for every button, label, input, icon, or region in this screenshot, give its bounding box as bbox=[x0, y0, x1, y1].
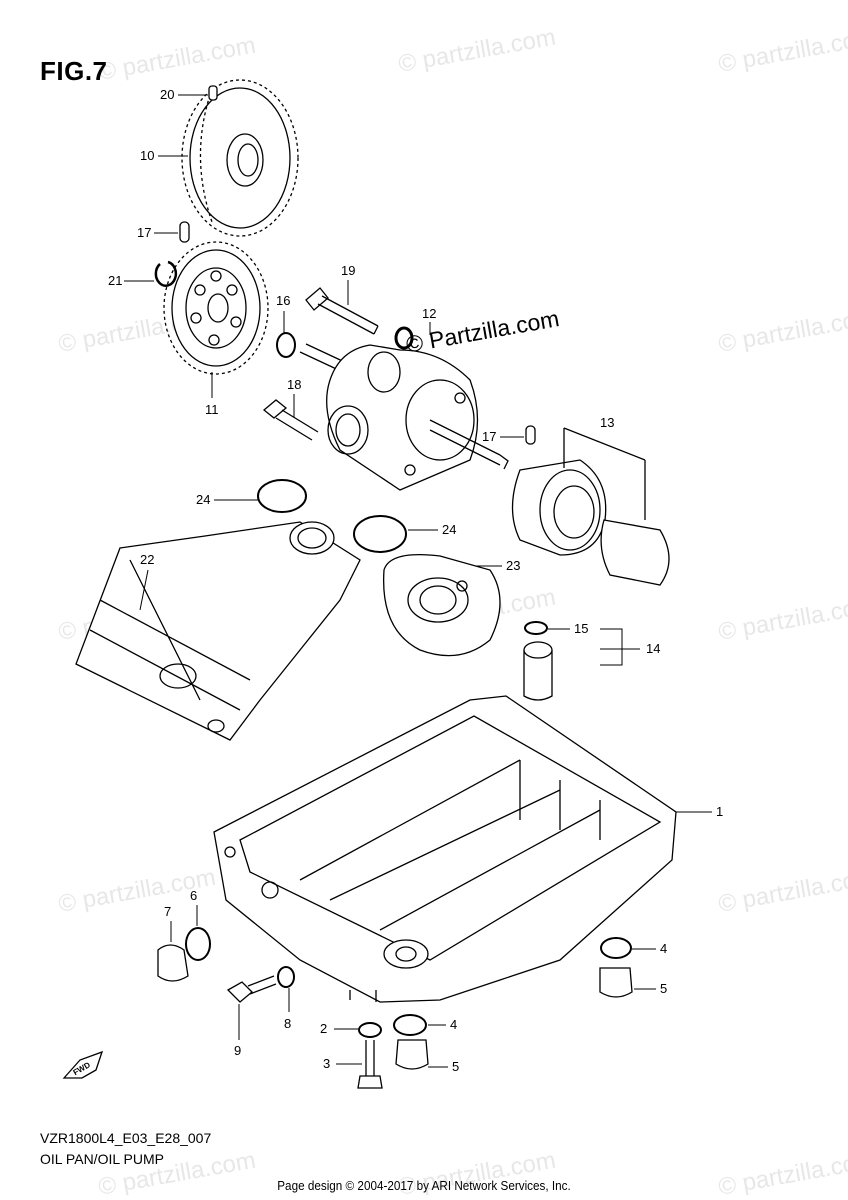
oring-24-right bbox=[353, 515, 407, 553]
plug-5-right bbox=[599, 967, 633, 998]
callout-1: 1 bbox=[716, 804, 723, 819]
gear-11 bbox=[163, 241, 269, 375]
rotor-set-13 bbox=[511, 427, 670, 586]
bolt-18 bbox=[262, 399, 319, 441]
pin-20 bbox=[208, 85, 218, 101]
baffle-plate-22 bbox=[75, 521, 361, 741]
callout-5: 5 bbox=[452, 1059, 459, 1074]
footer-copyright: Page design © 2004-2017 by ARI Network S… bbox=[277, 1178, 571, 1193]
callout-6: 6 bbox=[190, 888, 197, 903]
gasket-8 bbox=[277, 966, 295, 988]
pin-17-upper bbox=[179, 221, 190, 243]
callout-16: 16 bbox=[276, 293, 290, 308]
bolt-3 bbox=[357, 1040, 383, 1089]
bracket-14 bbox=[600, 628, 623, 666]
callout-18: 18 bbox=[287, 377, 301, 392]
watermark-text: © partzilla.com bbox=[716, 592, 848, 646]
pin-17-lower bbox=[525, 425, 536, 445]
callout-23: 23 bbox=[506, 558, 520, 573]
gear-10 bbox=[181, 79, 299, 237]
callout-8: 8 bbox=[284, 1016, 291, 1031]
callout-5: 5 bbox=[660, 981, 667, 996]
gasket-6 bbox=[185, 927, 211, 961]
oring-15 bbox=[524, 621, 548, 635]
callout-17: 17 bbox=[137, 225, 151, 240]
callout-3: 3 bbox=[323, 1056, 330, 1071]
callout-12: 12 bbox=[422, 306, 436, 321]
callout-24: 24 bbox=[196, 492, 210, 507]
callout-21: 21 bbox=[108, 273, 122, 288]
oil-pan-1 bbox=[213, 695, 677, 1003]
callout-17: 17 bbox=[482, 429, 496, 444]
figure-title: FIG.7 bbox=[40, 56, 108, 86]
watermark-text: © partzilla.com bbox=[716, 864, 848, 918]
callout-20: 20 bbox=[160, 87, 174, 102]
callout-24: 24 bbox=[442, 522, 456, 537]
bolt-19 bbox=[305, 287, 379, 335]
watermark-text: © partzilla.com bbox=[716, 304, 848, 358]
callout-9: 9 bbox=[234, 1043, 241, 1058]
fwd-arrow bbox=[62, 1050, 104, 1079]
callout-14: 14 bbox=[646, 641, 660, 656]
oring-12 bbox=[394, 326, 414, 350]
leader-line-22 bbox=[139, 569, 149, 611]
oil-strainer-23 bbox=[382, 553, 501, 657]
callout-11: 11 bbox=[205, 402, 219, 417]
pipe-14 bbox=[523, 641, 553, 701]
washer-16 bbox=[276, 332, 296, 358]
figure-code: VZR1800L4_E03_E28_007 bbox=[40, 1130, 212, 1146]
callout-19: 19 bbox=[341, 263, 355, 278]
plug-5-lower bbox=[395, 1039, 429, 1070]
callout-10: 10 bbox=[140, 148, 154, 163]
plug-7 bbox=[157, 944, 189, 982]
watermark-text: © partzilla.com bbox=[716, 24, 848, 78]
gasket-4-lower bbox=[393, 1014, 427, 1036]
callout-4: 4 bbox=[660, 941, 667, 956]
oring-24-left bbox=[257, 479, 307, 513]
watermark-text: © partzilla.com bbox=[96, 32, 257, 86]
washer-2 bbox=[358, 1022, 382, 1038]
figure-subtitle: OIL PAN/OIL PUMP bbox=[40, 1151, 164, 1167]
callout-7: 7 bbox=[164, 904, 171, 919]
gasket-4-right bbox=[600, 937, 632, 959]
circlip-21 bbox=[154, 260, 178, 287]
callout-13: 13 bbox=[600, 415, 614, 430]
bolt-9 bbox=[226, 975, 277, 1003]
callout-4: 4 bbox=[450, 1017, 457, 1032]
callout-22: 22 bbox=[140, 552, 154, 567]
leader-lines bbox=[124, 94, 712, 1068]
callout-2: 2 bbox=[320, 1021, 327, 1036]
callout-15: 15 bbox=[574, 621, 588, 636]
oil-pump bbox=[299, 343, 509, 491]
watermark-text: © partzilla.com bbox=[396, 24, 557, 78]
